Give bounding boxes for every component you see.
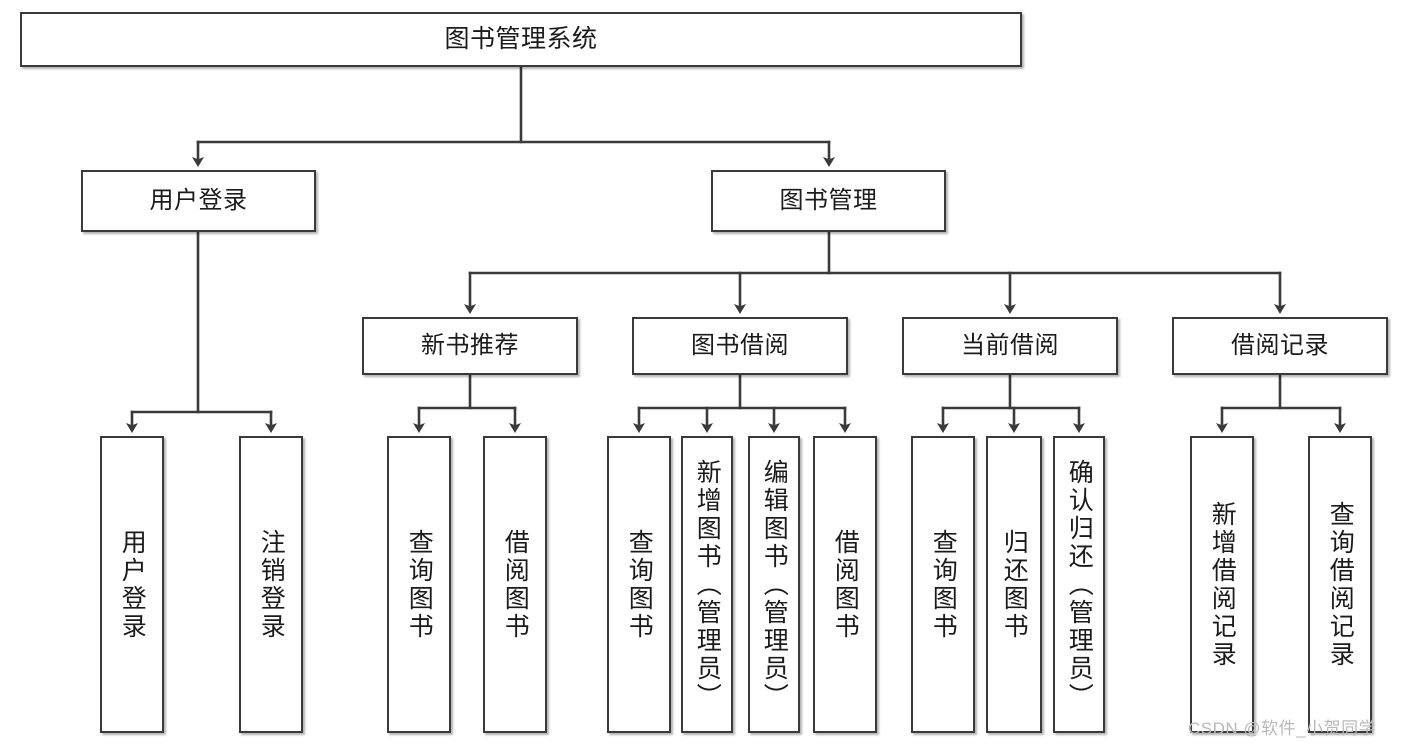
node-root-system[interactable]: 图书管理系统 <box>20 12 1022 67</box>
node-label: 新增借阅记录 <box>1208 500 1237 669</box>
node-label: 新增图书（管理员） <box>693 458 722 711</box>
node-book-manage[interactable]: 图书管理 <box>711 170 946 232</box>
node-label: 注销登录 <box>257 528 286 641</box>
leaf-borrow-book-1[interactable]: 借阅图书 <box>483 436 547 733</box>
node-current-borrow[interactable]: 当前借阅 <box>902 317 1118 375</box>
node-label: 用户登录 <box>118 528 147 641</box>
node-label: 归还图书 <box>1000 528 1029 641</box>
leaf-return-book[interactable]: 归还图书 <box>986 436 1042 733</box>
leaf-borrow-book-2[interactable]: 借阅图书 <box>813 436 877 733</box>
leaf-logout[interactable]: 注销登录 <box>239 436 303 733</box>
node-label: 查询图书 <box>405 528 434 641</box>
node-label: 查询图书 <box>625 528 654 641</box>
node-label: 新书推荐 <box>421 331 519 359</box>
node-label: 图书管理系统 <box>444 24 598 53</box>
node-label: 借阅图书 <box>501 528 530 641</box>
node-user-login[interactable]: 用户登录 <box>81 170 316 232</box>
node-label: 借阅记录 <box>1231 331 1329 359</box>
node-label: 用户登录 <box>149 186 248 214</box>
leaf-query-record[interactable]: 查询借阅记录 <box>1308 436 1372 733</box>
node-label: 确认归还（管理员） <box>1065 458 1094 711</box>
node-borrow-record[interactable]: 借阅记录 <box>1172 317 1388 375</box>
leaf-add-record[interactable]: 新增借阅记录 <box>1190 436 1254 733</box>
node-label: 当前借阅 <box>961 331 1059 359</box>
leaf-user-login[interactable]: 用户登录 <box>100 436 164 733</box>
node-book-borrow[interactable]: 图书借阅 <box>632 317 848 375</box>
csdn-watermark: CSDN @软件_小贺同学 <box>1188 719 1377 738</box>
node-new-book-rec[interactable]: 新书推荐 <box>362 317 578 375</box>
node-label: 查询借阅记录 <box>1326 500 1355 669</box>
leaf-query-book-3[interactable]: 查询图书 <box>911 436 975 733</box>
leaf-add-book[interactable]: 新增图书（管理员） <box>681 436 733 733</box>
node-label: 借阅图书 <box>831 528 860 641</box>
node-label: 图书借阅 <box>691 331 789 359</box>
node-label: 图书管理 <box>779 186 878 214</box>
leaf-query-book-1[interactable]: 查询图书 <box>387 436 451 733</box>
leaf-confirm-return[interactable]: 确认归还（管理员） <box>1053 436 1105 733</box>
node-label: 编辑图书（管理员） <box>760 458 789 711</box>
node-label: 查询图书 <box>929 528 958 641</box>
leaf-query-book-2[interactable]: 查询图书 <box>607 436 671 733</box>
leaf-edit-book[interactable]: 编辑图书（管理员） <box>748 436 800 733</box>
